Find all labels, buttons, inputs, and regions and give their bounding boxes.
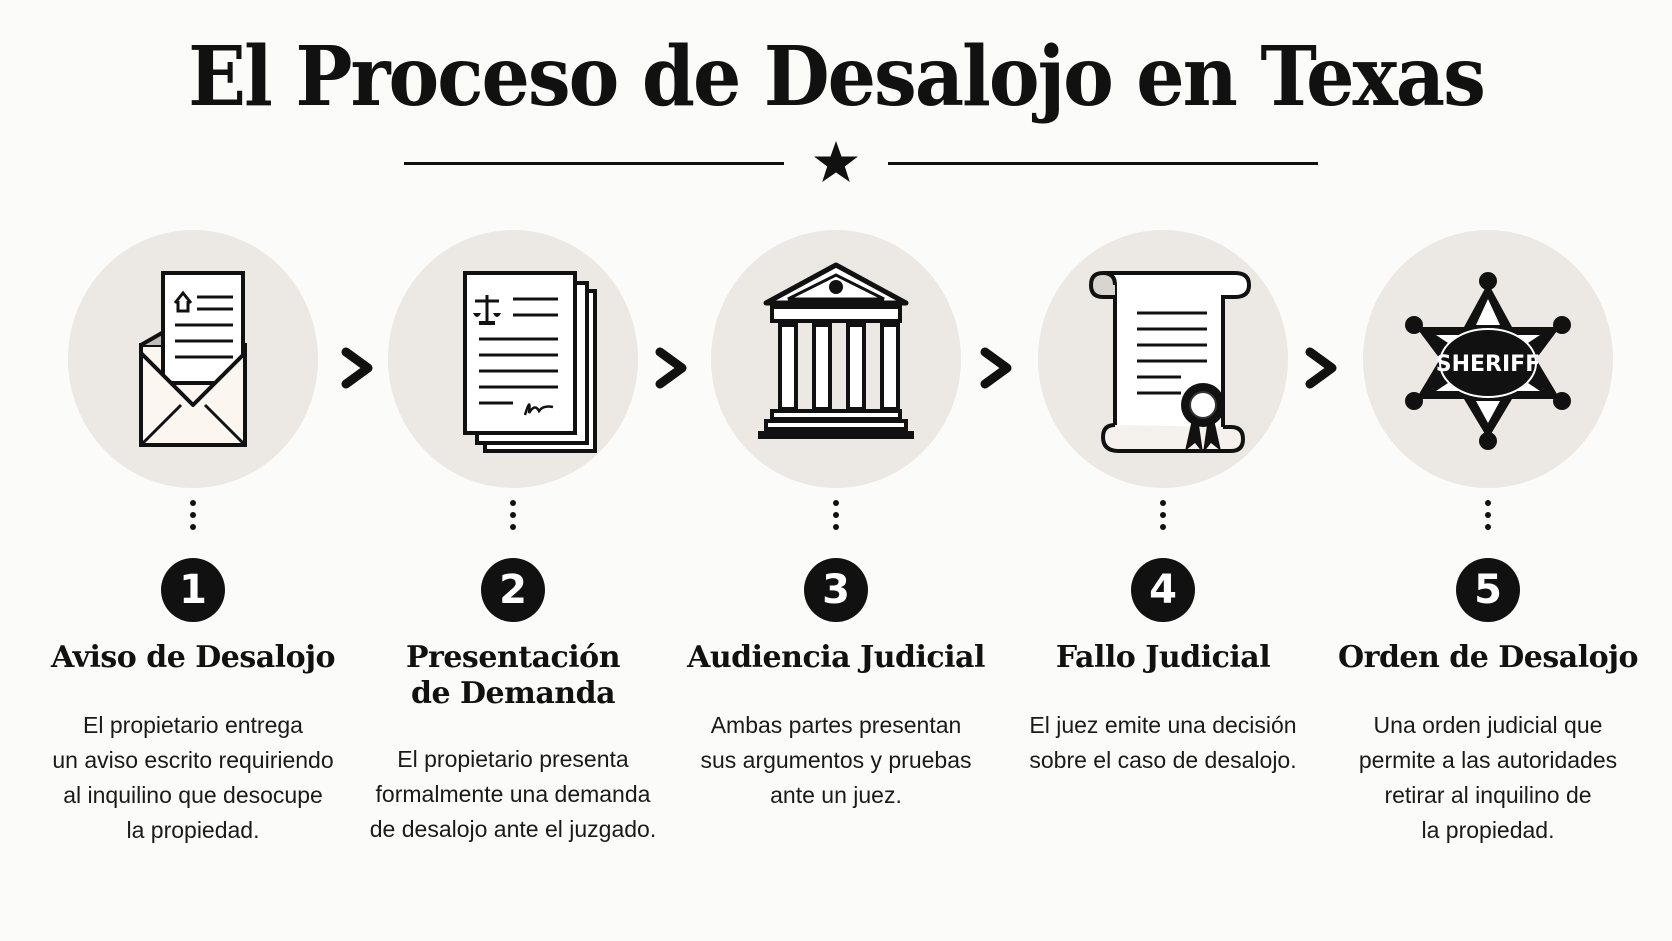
step-number-badge: 5 (1456, 558, 1520, 622)
divider-line-left (404, 162, 784, 165)
step-number-badge: 3 (804, 558, 868, 622)
step-title: Aviso de Desalojo (51, 640, 335, 675)
step-icon-circle (711, 230, 961, 488)
step-title: Orden de Desalojo (1338, 640, 1638, 675)
badge-text: SHERIFF (1436, 352, 1540, 377)
step-description: El propietario presenta formalmente una … (369, 746, 657, 842)
page-title: El Proceso de Desalojo en Texas (188, 28, 1486, 125)
step-description: El propietario entrega un aviso escrito … (52, 712, 334, 843)
step-title: Presentación de Demanda (405, 640, 621, 711)
connector-dots (1483, 500, 1493, 540)
step-number-badge: 1 (161, 558, 225, 622)
step-number-badge: 4 (1131, 558, 1195, 622)
step-icon-circle (1038, 230, 1288, 488)
step-number-badge: 2 (481, 558, 545, 622)
title-divider (0, 138, 1672, 188)
connector-dots (831, 500, 841, 540)
step-title: Fallo Judicial (1055, 640, 1271, 675)
step-description: Ambas partes presentan sus argumentos y … (700, 712, 972, 808)
step-icon-circle (388, 230, 638, 488)
connector-dots (508, 500, 518, 540)
chevron-right-icon (655, 347, 687, 389)
chevron-right-icon (341, 347, 373, 389)
step-title: Audiencia Judicial (687, 640, 985, 675)
chevron-right-icon (1305, 347, 1337, 389)
sheriff-badge-icon: SHERIFF (1405, 272, 1571, 450)
legal-documents-scales-icon (463, 271, 597, 453)
envelope-letter-house-icon (139, 271, 247, 447)
connector-dots (188, 500, 198, 540)
star-icon (814, 141, 858, 182)
chevron-right-icon (980, 347, 1012, 389)
step-description: El juez emite una decisión sobre el caso… (1029, 712, 1297, 773)
connector-dots (1158, 500, 1168, 540)
scroll-seal-icon (1088, 270, 1252, 453)
step-icon-circle (68, 230, 318, 488)
divider-line-right (888, 162, 1318, 165)
courthouse-icon (758, 262, 914, 439)
step-description: Una orden judicial que permite a las aut… (1358, 712, 1618, 843)
step-icon-circle: SHERIFF (1363, 230, 1613, 488)
